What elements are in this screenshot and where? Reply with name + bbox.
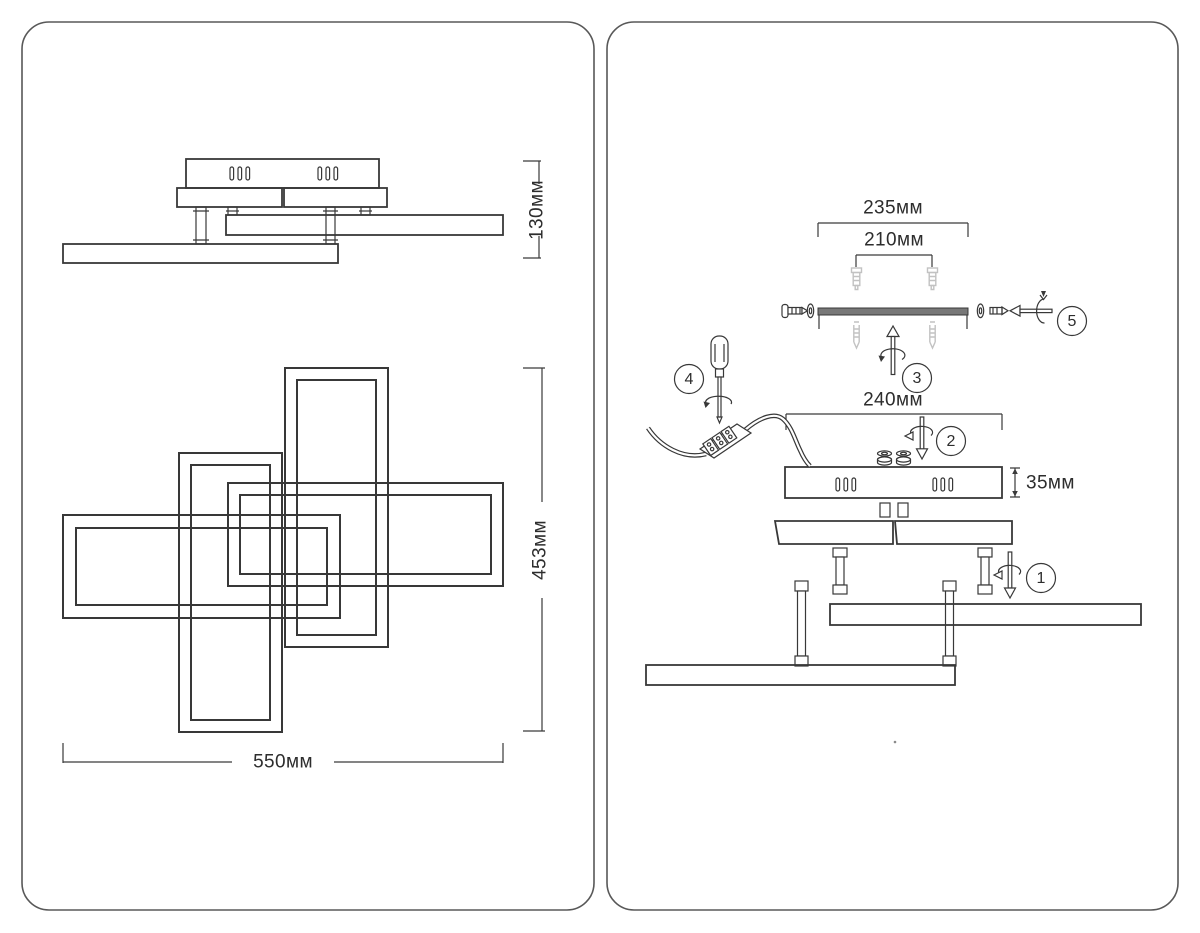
wall-anchors <box>850 267 939 291</box>
washer-left <box>806 303 815 319</box>
step-circle-4: 4 <box>673 363 705 395</box>
side-upper-bar <box>225 214 504 236</box>
plate-vent-slots <box>229 166 339 181</box>
dimension-210: 210мм <box>855 230 933 267</box>
bracket-width-label: 235мм <box>863 198 923 219</box>
dimension-35: 35мм <box>1010 467 1075 498</box>
canopy-body: 35мм <box>784 466 1075 499</box>
canopy-height-label: 35мм <box>1026 473 1075 494</box>
side-height-label: 130мм <box>527 180 548 240</box>
step-circle-2: 2 <box>935 425 967 457</box>
nuts-washers <box>876 450 912 466</box>
top-height-label: 453мм <box>530 520 551 580</box>
step-number-3: 3 <box>913 370 922 387</box>
step-number-4: 4 <box>685 371 694 388</box>
right-panel: 235мм 210мм <box>606 21 1179 911</box>
mounting-bracket <box>817 307 969 329</box>
dimension-240: 240мм <box>785 390 1003 430</box>
dimension-130: 130мм <box>523 160 548 259</box>
frame-right-horizontal <box>227 482 504 587</box>
step-number-5: 5 <box>1068 313 1077 330</box>
rotate-glyph-step5 <box>1008 291 1053 324</box>
standoffs-lower <box>794 580 957 667</box>
frame-tall-vertical <box>284 367 389 648</box>
dimension-550: 550мм <box>62 743 504 773</box>
top-width-label: 550мм <box>253 752 313 773</box>
right-panel-border <box>606 21 1179 911</box>
lamp-top-view: 453мм 550мм <box>62 367 551 773</box>
step-circle-1: 1 <box>1025 562 1057 594</box>
bracket-holes-label: 210мм <box>864 230 924 251</box>
screwdriver <box>710 335 729 425</box>
mounting-screws-gray <box>853 321 936 350</box>
step-circle-5: 5 <box>1056 305 1088 337</box>
step-number-1: 1 <box>1037 570 1046 587</box>
exploded-bar-left <box>645 664 956 686</box>
step-circle-3: 3 <box>901 362 933 394</box>
step-number-2: 2 <box>947 433 956 450</box>
lamp-side-view: 130мм <box>62 158 548 264</box>
rotate-glyph-step4 <box>703 395 733 408</box>
dimension-235: 235мм <box>817 198 969 237</box>
wires <box>646 413 812 468</box>
rotate-glyph-step1 <box>992 551 1022 600</box>
washer-right <box>976 303 985 319</box>
bracket-screw-left <box>781 303 815 319</box>
cover-plates <box>773 520 1013 545</box>
dimension-453: 453мм <box>523 367 551 732</box>
stray-dot <box>893 740 897 744</box>
left-panel-border <box>21 21 595 911</box>
bracket-screw-right <box>976 303 1010 319</box>
connector-tabs <box>879 502 909 518</box>
left-panel: 130мм 453мм <box>21 21 595 911</box>
frame-left-horizontal <box>62 514 341 619</box>
standoffs-upper <box>832 547 993 595</box>
canopy-vent-slots <box>835 477 954 492</box>
side-lower-bar <box>62 243 339 264</box>
rotate-glyph-step2 <box>903 416 934 461</box>
frame-center-vertical <box>178 452 283 733</box>
exploded-bar-right <box>829 603 1142 626</box>
terminal-block <box>698 423 753 459</box>
rotate-glyph-step3 <box>878 324 906 376</box>
canopy-width-label: 240мм <box>863 390 923 411</box>
